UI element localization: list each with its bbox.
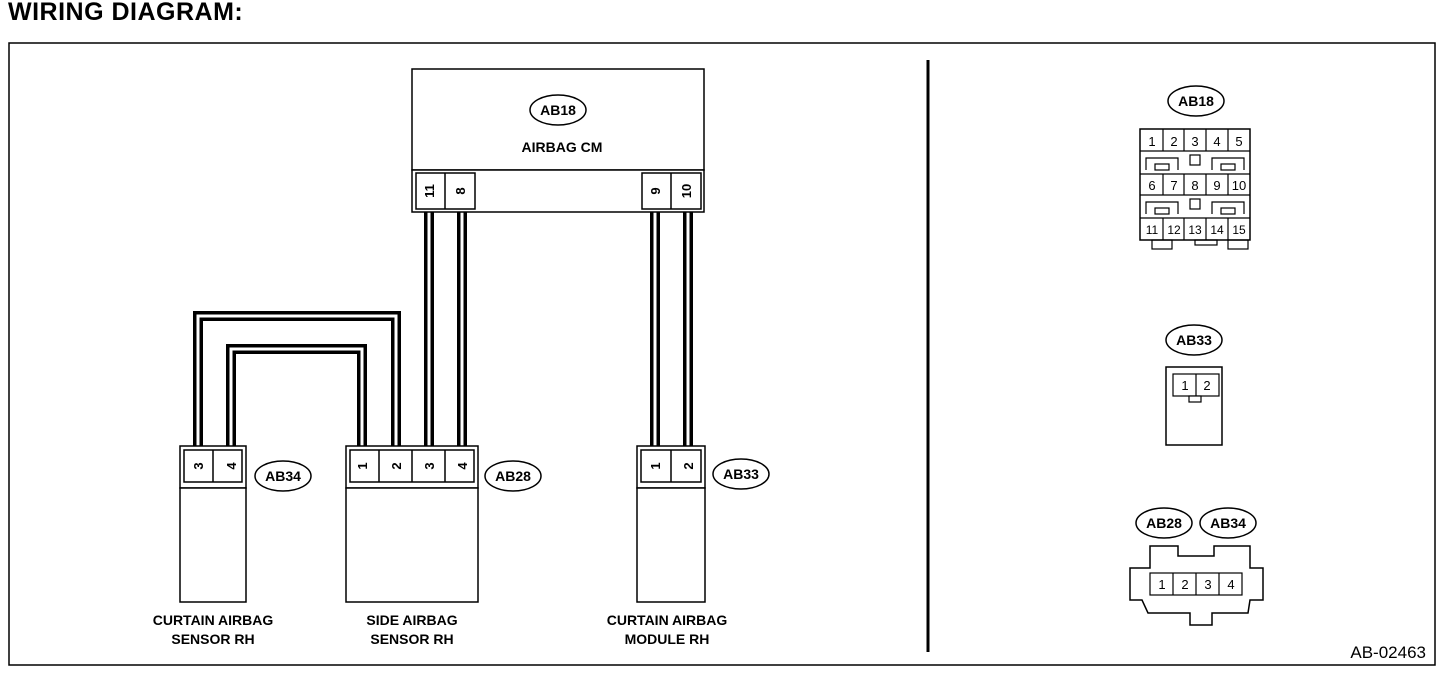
face-ab18-cell: 1 [1148, 134, 1155, 149]
face-ab18-cell: 2 [1170, 134, 1177, 149]
page-title: WIRING DIAGRAM: [8, 0, 244, 26]
connector-tag-ab33-text: AB33 [723, 466, 759, 482]
face-tag-ab34 [1199, 507, 1257, 539]
face-ab18-cell: 6 [1148, 178, 1155, 193]
face-ab28-cell: 4 [1227, 577, 1234, 592]
connector-tag-ab34 [254, 460, 312, 492]
ab28-pin-label: 1 [355, 462, 370, 469]
face-ab28-cell: 2 [1181, 577, 1188, 592]
side-airbag-sensor: 1 2 3 4 AB28 SIDE AIRBAG SENSOR RH [345, 445, 542, 647]
ab33-pin-label: 2 [681, 462, 696, 469]
face-ab18-cell: 13 [1188, 223, 1202, 237]
ab33-pin-label: 1 [648, 462, 663, 469]
face-tag-ab28 [1135, 507, 1193, 539]
face-ab33-cell: 1 [1181, 378, 1188, 393]
curtain-airbag-sensor: 3 4 AB34 CURTAIN AIRBAG SENSOR RH [153, 445, 312, 647]
face-ab18-cell: 12 [1167, 223, 1181, 237]
ab34-pin-label: 4 [224, 462, 239, 470]
face-ab18-cell: 10 [1232, 178, 1246, 193]
face-ab18-cell: 9 [1213, 178, 1220, 193]
ab28-pin-label: 4 [455, 462, 470, 470]
curtain-module-label-line2: MODULE RH [625, 631, 710, 647]
face-tag-ab33 [1165, 324, 1223, 356]
face-ab18-cell: 4 [1213, 134, 1220, 149]
face-tag-ab33-text: AB33 [1176, 332, 1212, 348]
diagram-frame [8, 42, 1436, 666]
curtain-module-label-line1: CURTAIN AIRBAG [607, 612, 728, 628]
ab34-pin-label: 3 [191, 462, 206, 469]
face-ab28-cell: 3 [1204, 577, 1211, 592]
wire-ab34-4-ab28-1 [226, 344, 367, 446]
face-ab28-cell: 1 [1158, 577, 1165, 592]
face-ab18-cell: 14 [1210, 223, 1224, 237]
connector-tag-ab18 [529, 94, 587, 126]
face-ab18-cell: 3 [1191, 134, 1198, 149]
ab28-pin-label: 3 [422, 462, 437, 469]
face-ab18-cell: 5 [1235, 134, 1242, 149]
curtain-sensor-label-line1: CURTAIN AIRBAG [153, 612, 274, 628]
ab18-pin-label: 9 [648, 187, 663, 194]
connector-tag-ab28 [484, 460, 542, 492]
figure-reference: AB-02463 [1350, 643, 1426, 662]
connector-tag-ab34-text: AB34 [265, 468, 301, 484]
face-tag-ab18 [1167, 85, 1225, 117]
face-ab18-cell: 15 [1232, 223, 1246, 237]
face-tag-ab18-text: AB18 [1178, 93, 1214, 109]
connector-face-ab33: AB33 1 2 [1165, 324, 1223, 446]
face-ab18-cell: 8 [1191, 178, 1198, 193]
curtain-sensor-label-line2: SENSOR RH [171, 631, 254, 647]
face-tag-ab28-text: AB28 [1146, 515, 1182, 531]
connector-tag-ab33 [712, 458, 770, 490]
connector-face-ab18: AB18 1 2 3 4 [1139, 85, 1251, 250]
ab18-pin-label: 8 [453, 187, 468, 194]
connector-tag-ab28-text: AB28 [495, 468, 531, 484]
wire-highlights [196, 212, 690, 446]
ab28-pin-label: 2 [389, 462, 404, 469]
face-ab18-cell: 7 [1170, 178, 1177, 193]
airbag-cm-label: AIRBAG CM [522, 139, 603, 155]
airbag-control-module: AB18 AIRBAG CM 11 8 9 10 [411, 68, 705, 213]
curtain-airbag-module: 1 2 AB33 CURTAIN AIRBAG MODULE RH [607, 445, 770, 647]
connector-face-ab28-ab34: AB28 AB34 1 2 3 4 [1129, 507, 1264, 626]
connector-tag-ab18-text: AB18 [540, 102, 576, 118]
wire-harness [193, 212, 693, 446]
side-sensor-label-line1: SIDE AIRBAG [366, 612, 457, 628]
face-ab18-cell: 11 [1146, 223, 1159, 237]
ab18-pin-label: 10 [679, 184, 694, 198]
face-ab33-cell: 2 [1203, 378, 1210, 393]
face-tag-ab34-text: AB34 [1210, 515, 1246, 531]
ab18-pin-label: 11 [422, 184, 437, 198]
side-sensor-label-line2: SENSOR RH [370, 631, 453, 647]
